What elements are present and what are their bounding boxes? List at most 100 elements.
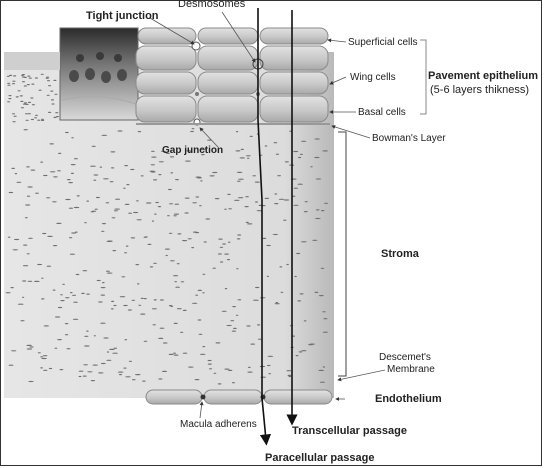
keratocyte-dot — [245, 221, 249, 223]
pavement-epithelium-label: Pavement epithelium — [428, 70, 539, 82]
keratocyte-dot — [221, 310, 227, 312]
keratocyte-dot — [71, 232, 77, 234]
keratocyte-dot — [157, 206, 162, 208]
keratocyte-dot — [25, 204, 31, 206]
keratocyte-dot — [314, 217, 321, 220]
keratocyte-dot — [182, 309, 187, 311]
keratocyte-dot — [135, 264, 140, 266]
keratocyte-dot — [14, 173, 18, 175]
keratocyte-dot — [37, 263, 43, 266]
keratocyte-dot — [124, 203, 130, 205]
keratocyte-dot — [57, 306, 63, 309]
keratocyte-dot — [298, 156, 302, 159]
keratocyte-dot — [323, 318, 328, 320]
keratocyte-dot — [192, 202, 198, 204]
keratocyte-dot — [26, 344, 32, 346]
keratocyte-dot — [95, 196, 100, 199]
keratocyte-dot — [118, 374, 123, 376]
keratocyte-dot — [219, 261, 224, 263]
keratocyte-dot — [111, 217, 116, 219]
keratocyte-dot — [34, 280, 40, 282]
keratocyte-dot — [168, 353, 174, 355]
keratocyte-dot — [59, 369, 64, 371]
keratocyte-dot — [236, 171, 243, 173]
keratocyte-dot — [113, 304, 117, 307]
keratocyte-dot — [27, 101, 32, 103]
keratocyte-dot — [12, 121, 16, 123]
keratocyte-dot — [6, 75, 10, 77]
keratocyte-dot — [191, 247, 195, 249]
keratocyte-dot — [138, 304, 142, 306]
keratocyte-dot — [173, 354, 179, 356]
keratocyte-dot — [142, 380, 146, 382]
keratocyte-dot — [11, 113, 16, 115]
keratocyte-dot — [235, 150, 241, 152]
keratocyte-dot — [279, 266, 283, 268]
keratocyte-dot — [41, 357, 47, 360]
keratocyte-dot — [293, 187, 298, 189]
keratocyte-dot — [192, 302, 198, 304]
keratocyte-dot — [78, 370, 84, 372]
keratocyte-dot — [117, 371, 124, 373]
keratocyte-dot — [60, 300, 65, 302]
superficial-cells-label: Superficial cells — [348, 37, 418, 48]
basal-cells-label: Basal cells — [358, 107, 406, 118]
keratocyte-dot — [65, 131, 69, 134]
keratocyte-dot — [170, 172, 174, 174]
keratocyte-dot — [320, 210, 325, 212]
keratocyte-dot — [165, 254, 168, 257]
keratocyte-dot — [112, 352, 118, 354]
keratocyte-dot — [37, 352, 41, 354]
keratocyte-dot — [144, 236, 148, 238]
keratocyte-dot — [106, 351, 110, 353]
keratocyte-dot — [143, 298, 147, 300]
keratocyte-dot — [267, 364, 271, 367]
keratocyte-dot — [173, 213, 180, 215]
keratocyte-dot — [128, 360, 133, 362]
keratocyte-dot — [168, 203, 174, 205]
keratocyte-dot — [70, 172, 74, 174]
keratocyte-dot — [76, 195, 80, 197]
keratocyte-dot — [187, 366, 194, 368]
keratocyte-dot — [249, 135, 253, 137]
keratocyte-dot — [207, 363, 212, 365]
keratocyte-dot — [176, 308, 182, 310]
keratocyte-dot — [54, 316, 61, 318]
keratocyte-dot — [110, 151, 116, 153]
keratocyte-dot — [25, 119, 29, 121]
keratocyte-dot — [195, 196, 200, 198]
keratocyte-dot — [22, 103, 27, 105]
keratocyte-dot — [235, 314, 239, 316]
keratocyte-dot — [100, 287, 106, 289]
keratocyte-dot — [264, 145, 268, 147]
keratocyte-dot — [187, 238, 192, 240]
keratocyte-dot — [238, 178, 244, 180]
keratocyte-dot — [227, 193, 231, 195]
keratocyte-dot — [100, 322, 106, 324]
keratocyte-dot — [245, 155, 251, 157]
keratocyte-dot — [136, 283, 140, 285]
macula-adherens-label: Macula adherens — [180, 419, 257, 430]
keratocyte-dot — [152, 324, 156, 326]
keratocyte-dot — [226, 324, 233, 327]
keratocyte-dot — [22, 265, 29, 267]
keratocyte-dot — [26, 195, 31, 197]
keratocyte-dot — [158, 161, 164, 163]
keratocyte-dot — [202, 273, 206, 275]
keratocyte-dot — [180, 331, 184, 333]
keratocyte-dot — [296, 252, 301, 255]
keratocyte-dot — [303, 320, 307, 322]
keratocyte-dot — [22, 280, 27, 282]
endothelium-label: Endothelium — [375, 393, 442, 405]
keratocyte-dot — [264, 197, 270, 199]
keratocyte-dot — [233, 327, 237, 329]
keratocyte-dot — [239, 157, 246, 159]
keratocyte-dot — [87, 371, 93, 373]
bowmans-layer-label: Bowman's Layer — [372, 133, 446, 144]
keratocyte-dot — [83, 364, 88, 366]
keratocyte-dot — [322, 366, 326, 368]
keratocyte-dot — [103, 337, 109, 339]
keratocyte-dot — [162, 342, 168, 344]
keratocyte-dot — [47, 235, 53, 237]
keratocyte-dot — [266, 244, 271, 247]
